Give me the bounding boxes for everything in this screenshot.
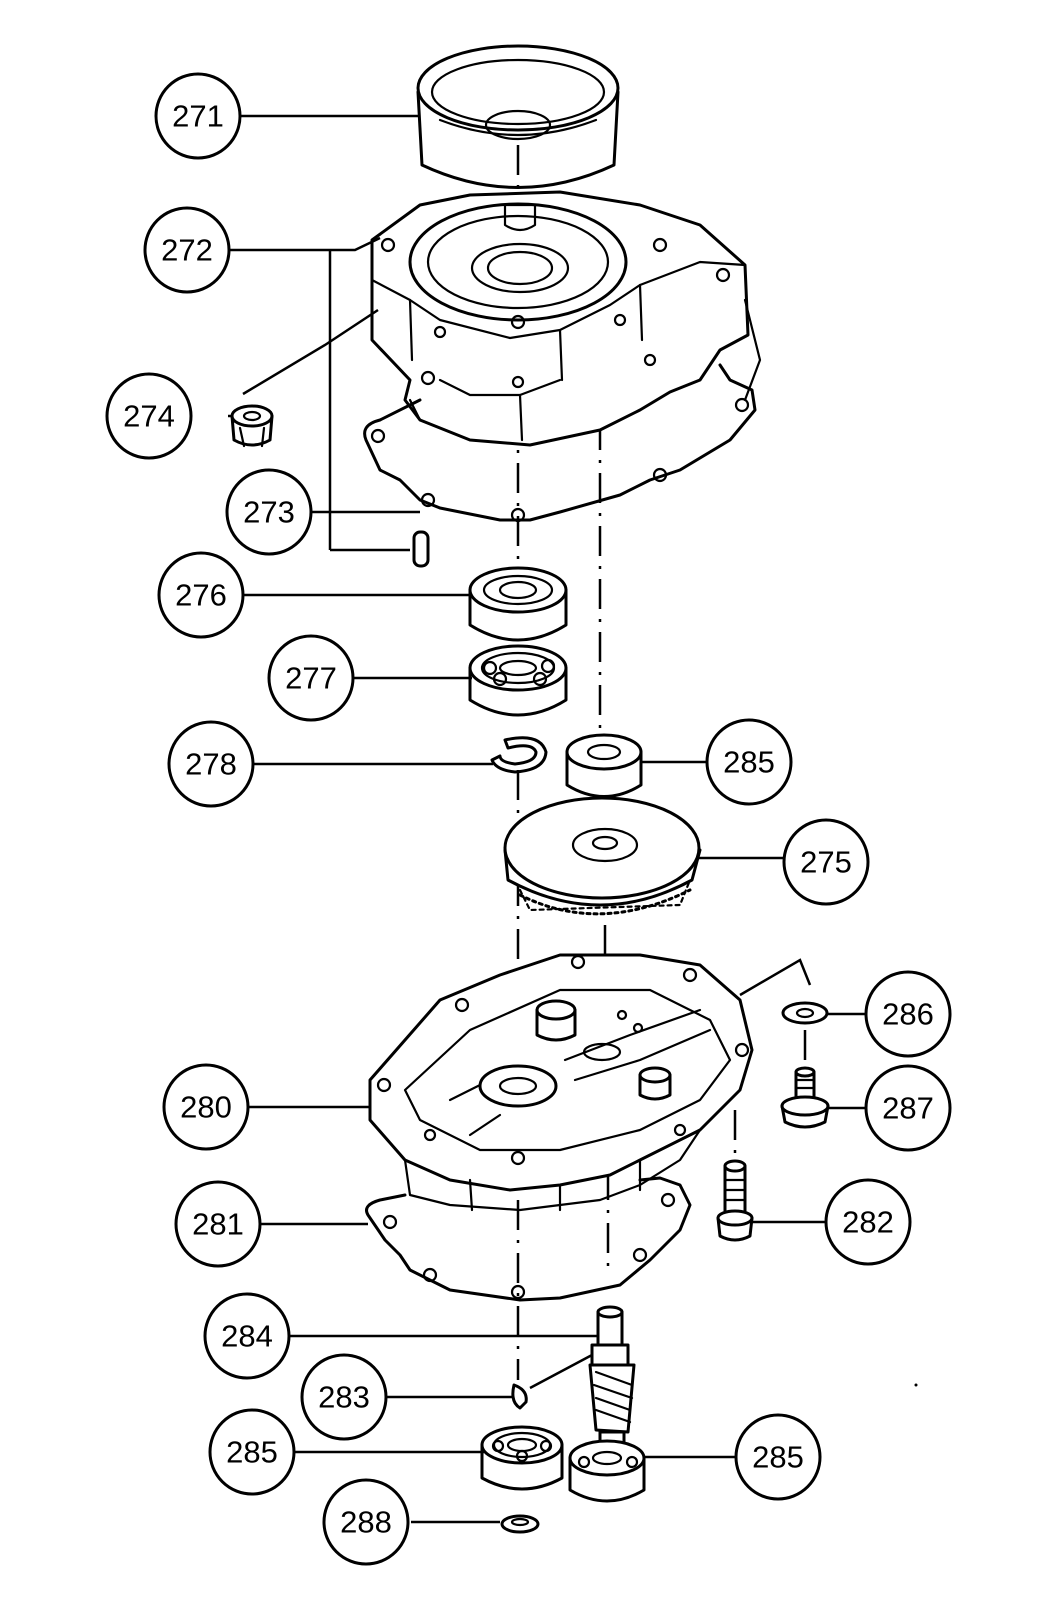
svg-text:285: 285 xyxy=(226,1435,278,1470)
part-283-key xyxy=(511,1383,528,1410)
callout-278: 278 xyxy=(167,720,255,808)
svg-text:276: 276 xyxy=(175,578,227,613)
svg-text:287: 287 xyxy=(882,1091,934,1126)
callout-287: 287 xyxy=(864,1064,952,1152)
svg-text:275: 275 xyxy=(800,845,852,880)
part-284-shaft-gear xyxy=(588,1305,636,1457)
part-285-upper-bearing xyxy=(565,733,643,798)
svg-text:282: 282 xyxy=(842,1205,894,1240)
svg-text:283: 283 xyxy=(318,1380,370,1415)
svg-text:274: 274 xyxy=(123,399,175,434)
svg-text:288: 288 xyxy=(340,1505,392,1540)
part-272-upper-housing xyxy=(370,190,762,447)
callout-284: 284 xyxy=(203,1292,291,1380)
callout-283: 283 xyxy=(300,1353,388,1441)
svg-text:286: 286 xyxy=(882,997,934,1032)
stray-mark xyxy=(914,1383,918,1387)
svg-text:281: 281 xyxy=(192,1207,244,1242)
part-282-bolt xyxy=(716,1159,754,1242)
svg-text:285: 285 xyxy=(752,1440,804,1475)
part-274-plug xyxy=(230,404,274,448)
callout-285-lower-left: 285 xyxy=(208,1408,296,1496)
callout-273: 273 xyxy=(225,468,313,556)
svg-text:278: 278 xyxy=(185,747,237,782)
part-277-bearing xyxy=(468,644,568,717)
callout-276: 276 xyxy=(157,551,245,639)
svg-text:277: 277 xyxy=(285,661,337,696)
part-275-gear xyxy=(503,796,702,916)
leader-lines xyxy=(228,114,866,1524)
part-287-bolt xyxy=(780,1066,830,1129)
callout-282: 282 xyxy=(824,1178,912,1266)
callout-286: 286 xyxy=(864,970,952,1058)
callout-281: 281 xyxy=(174,1180,262,1268)
svg-text:285: 285 xyxy=(723,745,775,780)
part-285-lower-left-bearing xyxy=(480,1425,564,1491)
svg-text:271: 271 xyxy=(172,99,224,134)
callout-277: 277 xyxy=(267,634,355,722)
callout-274: 274 xyxy=(105,372,193,460)
svg-text:280: 280 xyxy=(180,1090,232,1125)
callout-285-lower-right: 285 xyxy=(734,1413,822,1501)
callout-272: 272 xyxy=(143,206,231,294)
callout-275: 275 xyxy=(782,818,870,906)
part-273-pin xyxy=(412,530,430,568)
part-280-lower-housing xyxy=(368,953,754,1212)
part-273-gasket xyxy=(363,363,757,523)
part-285-lower-right-bearing xyxy=(568,1439,646,1503)
part-276-bearing xyxy=(468,566,568,642)
svg-text:284: 284 xyxy=(221,1319,273,1354)
part-278-circlip xyxy=(490,736,548,774)
part-288-ring xyxy=(500,1514,540,1534)
svg-text:273: 273 xyxy=(243,495,295,530)
svg-text:272: 272 xyxy=(161,233,213,268)
callout-280: 280 xyxy=(162,1063,250,1151)
callout-288: 288 xyxy=(322,1478,410,1566)
callout-285-upper: 285 xyxy=(705,718,793,806)
part-286-washer xyxy=(781,1001,829,1025)
part-281-gasket xyxy=(365,1176,692,1302)
callout-271: 271 xyxy=(154,72,242,160)
part-271-cup xyxy=(416,44,620,189)
